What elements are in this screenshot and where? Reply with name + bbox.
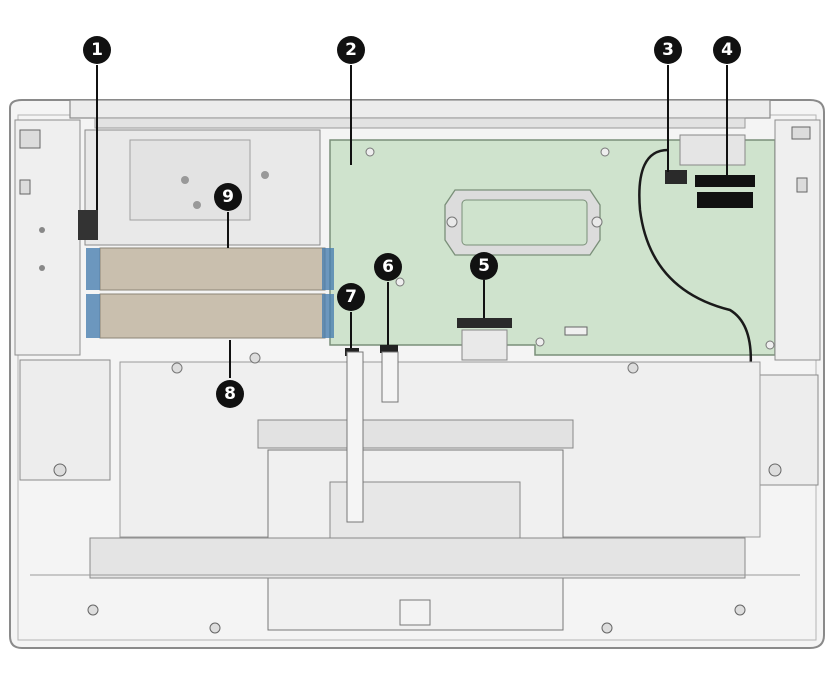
- system-board: [329, 139, 776, 356]
- callout-4-label: 4: [721, 40, 733, 60]
- callout-5: 5: [470, 252, 498, 280]
- callout-3-label: 3: [662, 40, 674, 60]
- leader-lines: [96, 65, 728, 378]
- ribbon-cable-8: [86, 293, 334, 339]
- left-bracket: [84, 129, 321, 246]
- right-io-panel: [774, 119, 821, 361]
- callout-5-label: 5: [478, 256, 490, 276]
- callout-8-label: 8: [224, 384, 236, 404]
- antenna-cable: [638, 148, 752, 376]
- callout-7-label: 7: [345, 287, 357, 307]
- callout-3: 3: [654, 36, 682, 64]
- callout-6-label: 6: [382, 257, 394, 277]
- callout-2: 2: [337, 36, 365, 64]
- ribbon-cable-9: [86, 247, 334, 291]
- bottom-rail: [30, 537, 800, 634]
- callout-4: 4: [713, 36, 741, 64]
- callout-7: 7: [337, 283, 365, 311]
- left-io-panel: [14, 119, 81, 356]
- callout-9-label: 9: [222, 187, 234, 207]
- callout-2-label: 2: [345, 40, 357, 60]
- callout-8: 8: [216, 380, 244, 408]
- cable-connectors: [78, 210, 512, 361]
- callout-6: 6: [374, 253, 402, 281]
- callout-9: 9: [214, 183, 242, 211]
- callout-1-label: 1: [91, 40, 103, 60]
- callout-1: 1: [83, 36, 111, 64]
- connector-3-4-area: [665, 134, 755, 208]
